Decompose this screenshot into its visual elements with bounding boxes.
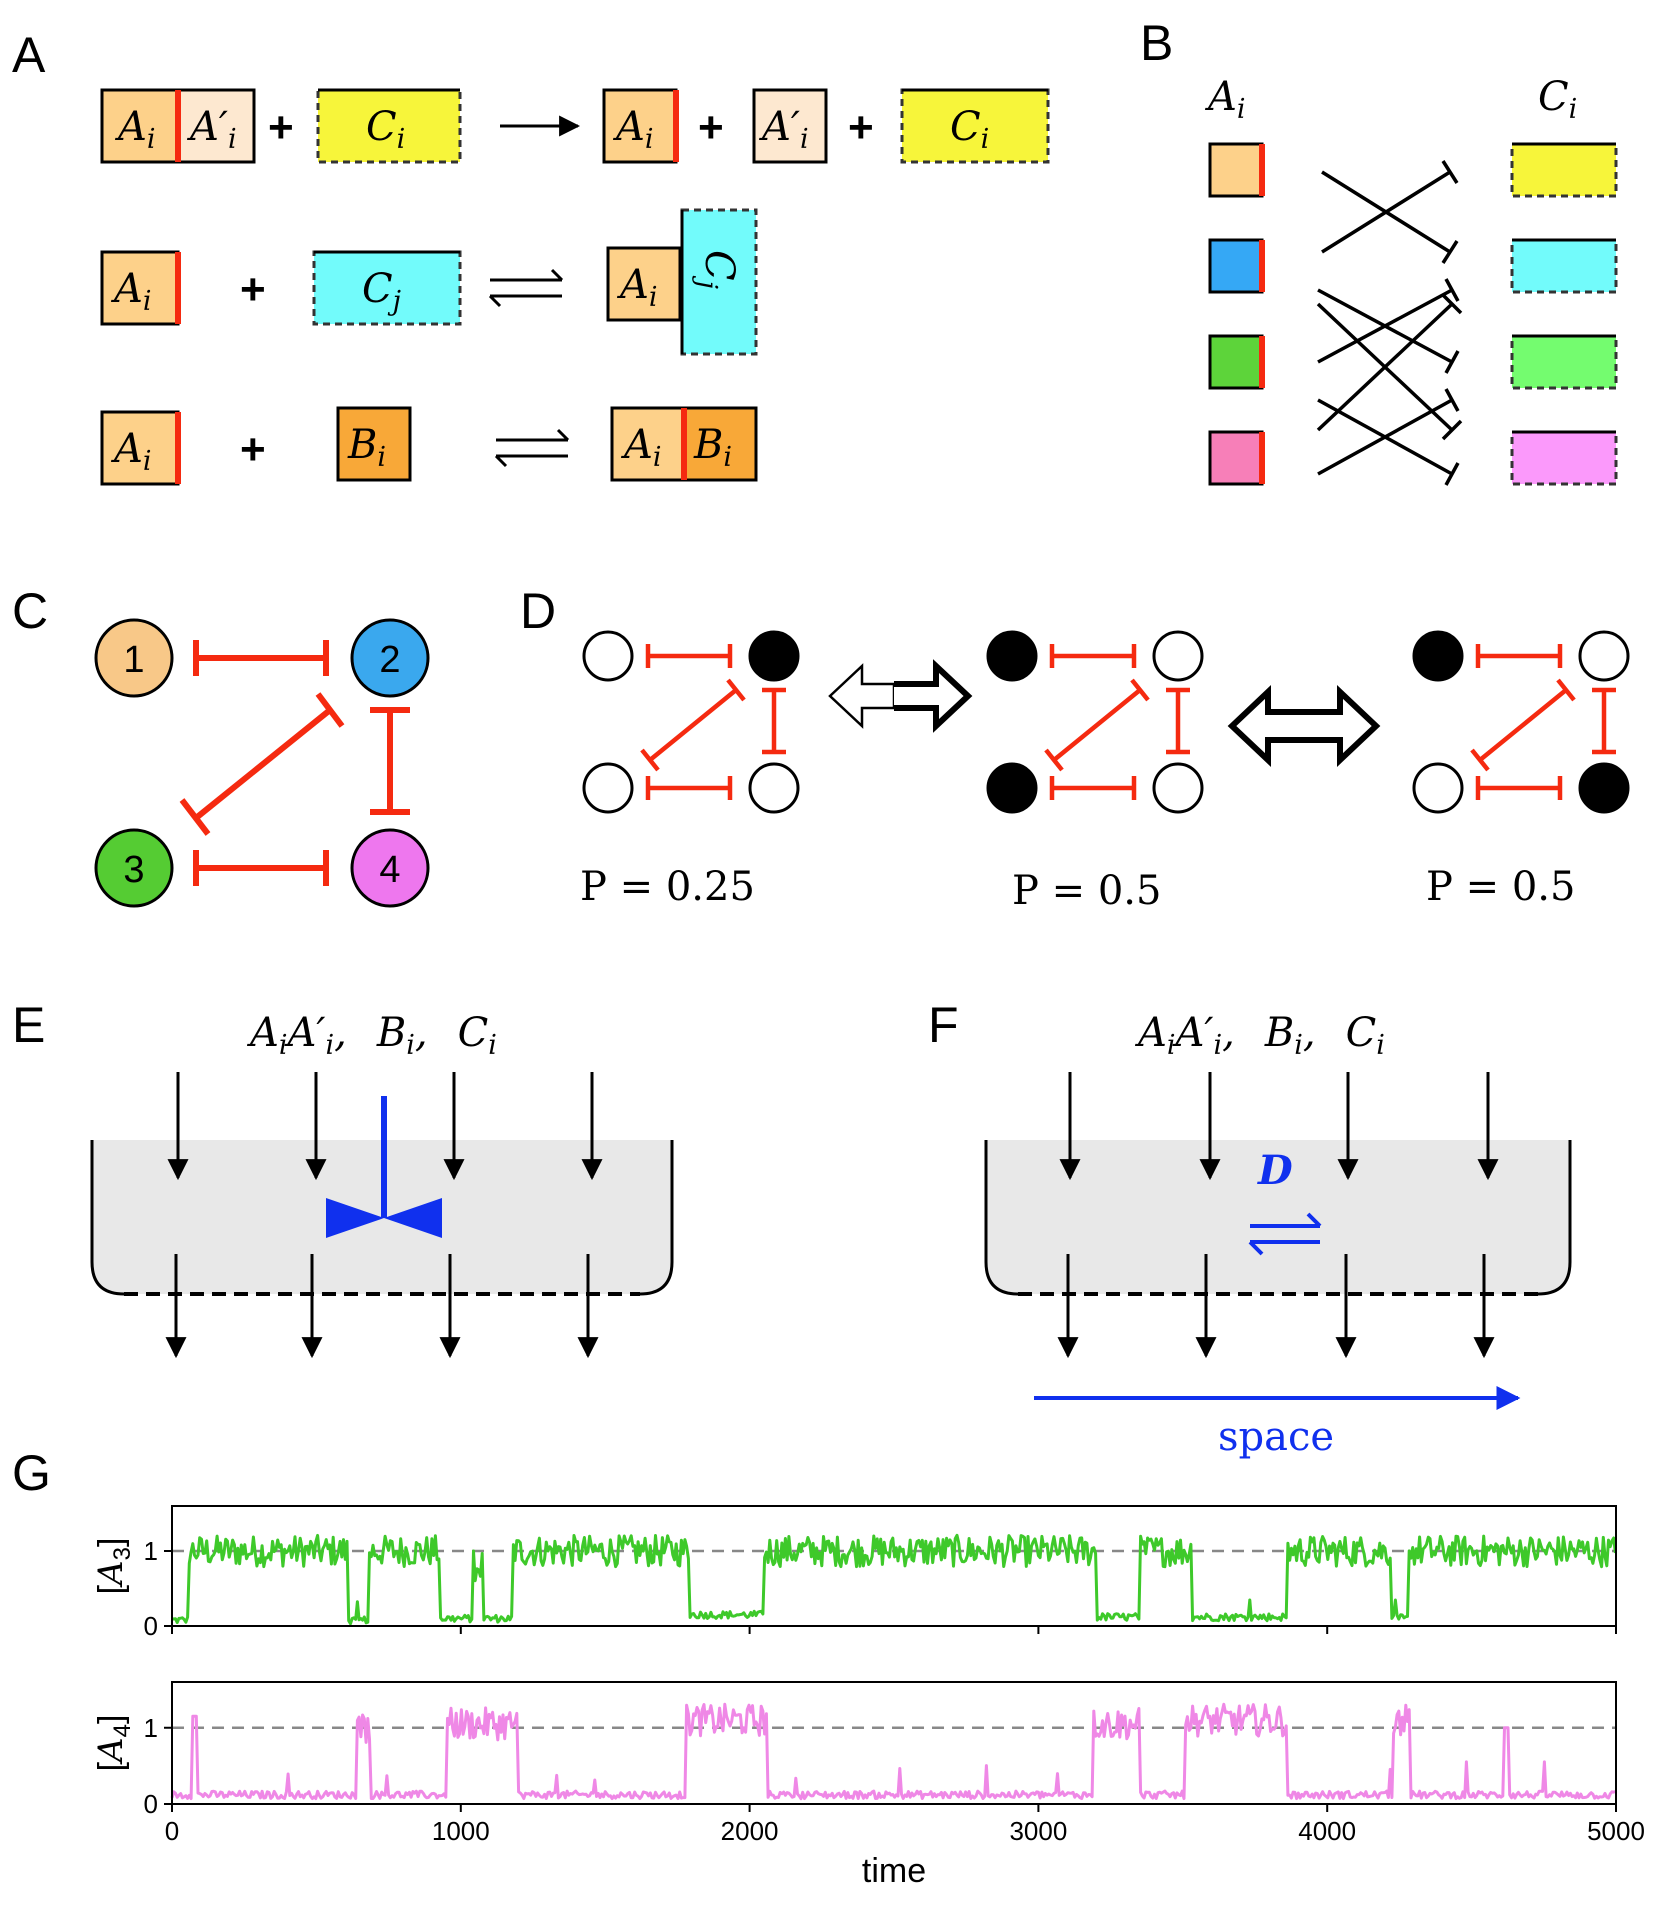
probability-state-3: P = 0.5 [1426,864,1575,910]
diffusion-arrow-icon [1248,1212,1322,1256]
svg-text:Ai: Ai [620,422,662,473]
x-tick-label: 5000 [1587,1816,1645,1846]
svg-text:Bi: Bi [347,422,386,473]
svg-text:+: + [698,103,724,152]
svg-text:3: 3 [123,849,144,891]
x-tick-label: 2000 [721,1816,779,1846]
x-tick-label: 1000 [432,1816,490,1846]
y-axis-label: [A4] [91,1715,136,1772]
time-series-axes-1: 0 1 [A3] [91,1505,1617,1641]
probability-state-1: P = 0.25 [580,864,755,910]
node-1: 1 [94,618,174,698]
panel-label-b: B [1140,15,1173,71]
panel-a-reactions: Ai A′i + Ci Ai + A′i + Ci Ai + Cj [100,88,1050,486]
node-4: 4 [350,828,430,908]
svg-text:Cj: Cj [691,250,742,289]
x-tick-label: 3000 [1009,1816,1067,1846]
reversible-arrow [488,268,564,308]
stirrer-icon [326,1096,442,1238]
axes-frame [171,1505,1617,1627]
y-tick-label: 0 [144,1611,158,1641]
svg-text:+: + [240,425,266,474]
panel-d-states: P = 0.25 P = 0.5 P = 0.5 [580,630,1630,914]
transition-arrow-2 [1227,685,1381,767]
svg-text:Ai: Ai [110,426,152,477]
svg-text:Ci: Ci [366,104,405,155]
trace-line-2 [170,1702,1616,1801]
trace-line-1 [171,1533,1617,1626]
network-state-1 [582,630,800,814]
svg-text:Ai: Ai [110,266,152,317]
panel-b-binding-map: Ai Ci [1204,74,1618,486]
panel-label-g: G [12,1445,51,1501]
reversible-arrow-2 [494,428,570,468]
probability-state-2: P = 0.5 [1012,868,1161,914]
panel-label-e: E [12,997,45,1053]
svg-text:Bi: Bi [693,422,732,473]
reaction-row-2: Ai + Cj Ai Cj [100,208,758,356]
x-tick-label: 0 [165,1816,179,1846]
inflow-species-label: AiA′i,Bi,Ci [246,1010,497,1061]
diffusion-label: D [1257,1147,1293,1194]
svg-text:+: + [268,103,294,152]
panel-f-spatial-reactor: AiA′i,Bi,Ci D space [984,1010,1572,1460]
panel-g-time-series: 0 1 [A3] 0 1 0 1000 2000 3000 4000 5000 [A4] time [91,1505,1645,1890]
transition-arrow-1 [828,659,973,733]
reaction-row-1: Ai A′i + Ci Ai + A′i + Ci [100,88,1050,164]
a-boxes [1208,142,1265,486]
x-tick-label: 4000 [1298,1816,1356,1846]
network-state-2 [986,630,1204,814]
svg-text:+: + [240,265,266,314]
inflow-species-label-f: AiA′i,Bi,Ci [1134,1010,1385,1061]
svg-text:1: 1 [123,639,144,681]
y-axis-label: [A3] [91,1538,136,1595]
svg-text:2: 2 [379,639,400,681]
axes-frame [171,1681,1617,1805]
panel-label-f: F [928,997,959,1053]
panel-c-network: 1 2 3 4 [94,618,430,908]
svg-text:A′i: A′i [758,104,809,155]
y-tick-label: 1 [144,1536,158,1566]
svg-text:A′i: A′i [186,104,237,155]
binding-lines [1316,160,1463,486]
space-axis-label: space [1218,1414,1334,1460]
node-3: 3 [94,828,174,908]
inhibition-edges [179,640,410,886]
y-tick-label: 1 [144,1713,158,1743]
c-boxes [1510,142,1618,486]
x-axis-label: time [862,1852,926,1890]
network-state-3 [1412,630,1630,814]
panel-label-d: D [520,583,556,639]
panel-e-stirred-reactor: AiA′i,Bi,Ci [90,1010,674,1359]
svg-text:Ci: Ci [950,104,989,155]
svg-text:+: + [848,103,874,152]
svg-text:Ai: Ai [1204,74,1246,125]
node-2: 2 [350,618,430,698]
svg-text:Ai: Ai [114,104,156,155]
svg-text:Ai: Ai [616,262,658,313]
svg-text:Cj: Cj [362,266,401,317]
panel-label-c: C [12,583,48,639]
svg-text:4: 4 [379,849,400,891]
svg-text:Ai: Ai [612,104,654,155]
time-series-axes-2: 0 1 0 1000 2000 3000 4000 5000 [A4] time [91,1681,1645,1890]
reaction-row-3: Ai + Bi Ai Bi [100,406,758,486]
panel-labels: A B C D E F G [12,15,1173,1501]
panel-label-a: A [12,27,46,83]
svg-text:Ci: Ci [1538,74,1577,125]
y-tick-label: 0 [144,1789,158,1819]
